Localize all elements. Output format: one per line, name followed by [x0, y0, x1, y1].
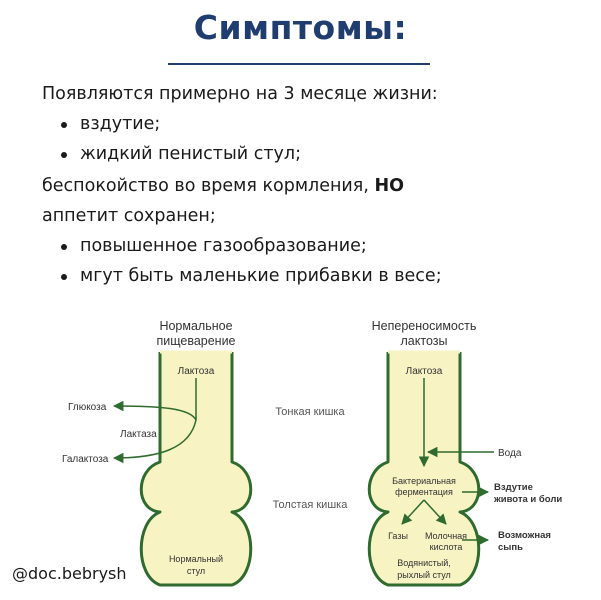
bullet-marker: [61, 122, 67, 128]
feeding-anxiety-text: беспокойство во время кормления, НО: [42, 174, 404, 198]
galactose-label: Галактоза: [62, 454, 109, 465]
title-underline: [168, 63, 430, 65]
water-label: Вода: [498, 448, 522, 459]
bullet-marker: [61, 274, 67, 280]
symptom-weight-gain: мгут быть маленькие прибавки в весе;: [80, 266, 442, 286]
gases-label: Газы: [388, 531, 408, 541]
appetite-text: аппетит сохранен;: [42, 206, 216, 226]
rash-label: Возможная: [498, 530, 551, 541]
symptom-gas: повышенное газообразование;: [80, 236, 367, 256]
intolerance-intestine-shape: [367, 352, 481, 587]
lactase-label: Лактаза: [120, 429, 157, 440]
large-intestine-label: Толстая кишка: [273, 499, 349, 511]
intolerance-title: лактозы: [401, 334, 448, 348]
normal-stool-label: Нормальный: [169, 554, 223, 564]
glucose-label: Глюкоза: [68, 402, 107, 413]
intolerance-title: Непереносимость: [372, 319, 477, 333]
author-handle: @doc.bebrysh: [12, 564, 127, 583]
rash-label: сыпь: [498, 542, 523, 553]
fermentation-label: Бактериальная: [392, 476, 456, 486]
lactic-acid-label: кислота: [430, 542, 463, 552]
galactose-arrow: [112, 419, 197, 464]
bloating-label: живота и боли: [493, 494, 562, 505]
normal-digestion-title: пищеварение: [156, 334, 235, 348]
but-emphasis: НО: [374, 176, 404, 196]
normal-digestion-title: Нормальное: [159, 319, 232, 333]
lactose-label: Лактоза: [406, 366, 443, 377]
lactic-acid-arrow: [423, 499, 447, 525]
bloating-label: Вздутие: [494, 482, 533, 493]
watery-stool-label: рыхлый стул: [397, 570, 451, 580]
intro-text: Появляются примерно на 3 месяце жизни:: [42, 84, 438, 104]
page-title: Симптомы:: [193, 8, 408, 47]
symptom-bloating: вздутие;: [80, 114, 161, 134]
bullet-marker: [61, 152, 67, 158]
feeding-anxiety-part: беспокойство во время кормления,: [42, 176, 369, 196]
gases-arrow: [401, 499, 425, 525]
bullet-marker: [61, 244, 67, 250]
normal-intestine-shape: [139, 352, 253, 587]
glucose-arrow: [112, 400, 197, 421]
fermentation-label: ферментация: [395, 487, 453, 497]
small-intestine-label: Тонкая кишка: [275, 406, 345, 418]
normal-stool-label: стул: [187, 566, 205, 576]
watery-stool-label: Водянистый,: [397, 558, 451, 568]
lactic-acid-label: Молочная: [425, 531, 467, 541]
symptom-foamy-stool: жидкий пенистый стул;: [80, 144, 301, 164]
lactose-label: Лактоза: [178, 366, 215, 377]
